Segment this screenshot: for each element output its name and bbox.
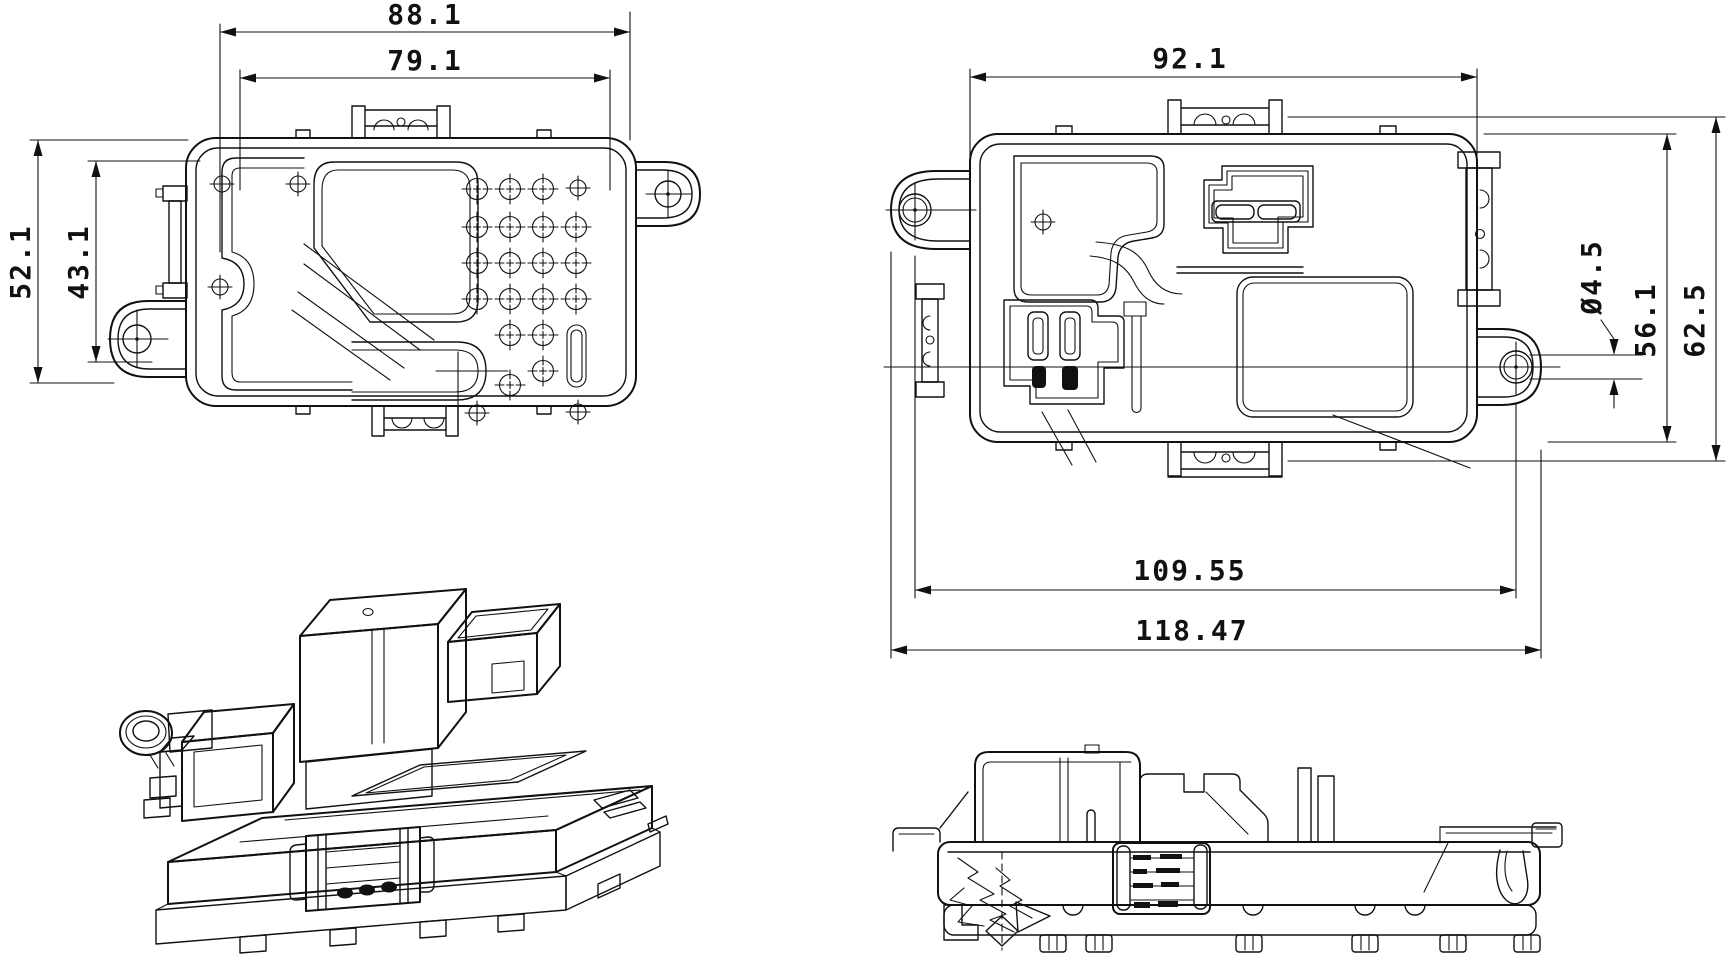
dim-label-118-47: 118.47 <box>1135 614 1248 647</box>
iso-ribbed-clip <box>289 826 435 912</box>
front-large-opening <box>313 161 479 323</box>
dim-front-overall-height: 52.1 <box>4 139 189 384</box>
rear-top-clip <box>1167 99 1283 135</box>
front-top-clip <box>351 105 451 139</box>
front-bottom-clip <box>371 405 459 437</box>
dim-rear-body-height: 56.1 <box>1483 133 1677 443</box>
dim-mounting-hole-span: 109.55 <box>914 255 1517 599</box>
iso-connector-housing <box>299 588 467 810</box>
dim-label-92-1: 92.1 <box>1152 42 1227 75</box>
front-inner-channel <box>221 157 435 391</box>
iso-open-box <box>447 603 561 703</box>
front-view: 88.1 79.1 52.1 43.1 <box>4 0 701 437</box>
front-left-edge-clips <box>155 185 188 299</box>
dim-front-inner-width: 79.1 <box>239 44 611 191</box>
iso-socket-box <box>159 703 295 822</box>
side-boot-detail <box>943 851 1051 951</box>
front-right-mounting-tab <box>635 161 701 227</box>
dim-rear-overall-width: 118.47 <box>890 251 1542 659</box>
side-ribbed-clip <box>1112 842 1211 915</box>
iso-mounting-tab <box>119 709 213 819</box>
dim-label-52-1: 52.1 <box>4 224 37 299</box>
rear-stepped-connector <box>1176 165 1314 274</box>
dim-label-88-1: 88.1 <box>387 0 462 31</box>
rear-body-outline <box>969 133 1478 443</box>
iso-right-stubs <box>593 789 669 833</box>
rear-inner-panel <box>1013 155 1183 305</box>
side-connector-housing <box>974 744 1141 843</box>
dim-rear-overall-height: 62.5 <box>1287 116 1726 462</box>
rear-left-mounting-tab <box>885 170 977 250</box>
iso-deck-panel <box>351 750 587 797</box>
dim-label-43-1: 43.1 <box>62 224 95 299</box>
side-stepped-block <box>1139 773 1269 843</box>
rear-right-edge-clips <box>1457 151 1501 307</box>
rear-bottom-plate <box>1236 276 1471 469</box>
side-feet <box>1039 934 1541 953</box>
rear-bottom-clip <box>1167 441 1283 478</box>
isometric-view <box>119 588 669 954</box>
front-tongue-boss <box>351 341 509 437</box>
dim-front-overall-width: 88.1 <box>219 0 631 253</box>
dim-rear-body-width: 92.1 <box>969 42 1478 249</box>
front-vent-slot <box>566 324 587 388</box>
front-body-outline <box>185 137 637 407</box>
rear-left-edge-clips <box>915 283 945 398</box>
dim-label-4-5: Ø4.5 <box>1575 239 1608 315</box>
dim-mounting-hole-diameter: Ø4.5 <box>1529 239 1643 409</box>
dim-label-56-1: 56.1 <box>1629 282 1662 357</box>
side-right-bracket <box>1423 822 1563 905</box>
dim-label-62-5: 62.5 <box>1678 282 1711 357</box>
side-view <box>892 744 1563 953</box>
front-vent-holes <box>461 173 592 401</box>
rear-view: 92.1 109.55 118.47 56.1 62.5 <box>883 42 1726 659</box>
dim-front-inner-height: 43.1 <box>62 160 201 363</box>
rear-connector-socket <box>1003 299 1147 466</box>
dim-label-79-1: 79.1 <box>387 44 462 77</box>
front-left-mounting-tab <box>107 300 187 378</box>
dim-label-109-55: 109.55 <box>1133 554 1246 587</box>
side-left-bracket <box>892 827 941 852</box>
